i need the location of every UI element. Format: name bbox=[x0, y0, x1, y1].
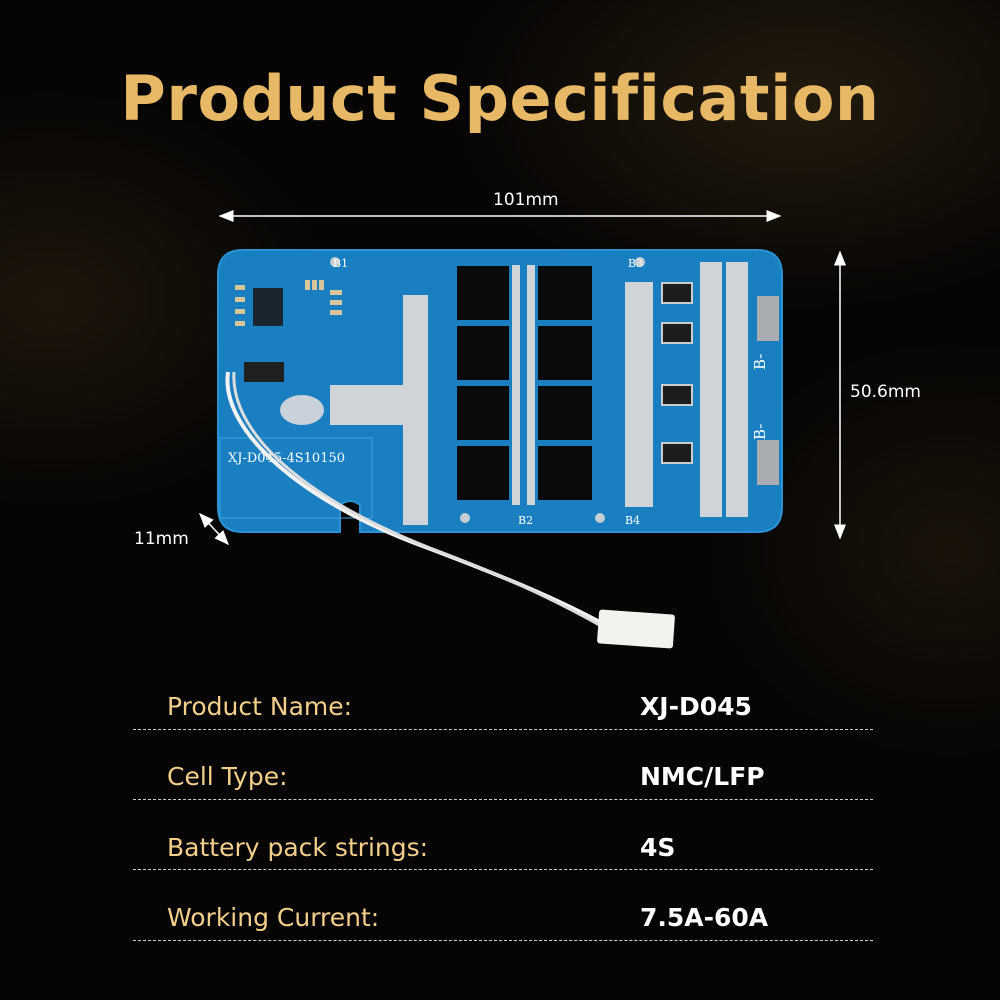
pad-label-b1: B1 bbox=[333, 257, 348, 270]
pcb-board: B1 B3 B2 B4 B- B- XJ-D045-4S10150 bbox=[217, 249, 783, 533]
pad-label-b4: B4 bbox=[625, 514, 640, 527]
spec-value-strings: 4S bbox=[640, 833, 676, 862]
spec-label-cell-type: Cell Type: bbox=[167, 762, 288, 791]
spec-value-product-name: XJ-D045 bbox=[640, 692, 752, 721]
thickness-label: 11mm bbox=[134, 529, 189, 549]
length-label: 101mm bbox=[493, 190, 559, 210]
width-label: 50.6mm bbox=[850, 382, 921, 402]
pad-label-b3: B3 bbox=[628, 257, 643, 270]
divider bbox=[133, 729, 873, 730]
pad-label-b2: B2 bbox=[518, 514, 533, 527]
divider bbox=[133, 940, 873, 941]
spec-label-strings: Battery pack strings: bbox=[167, 833, 429, 862]
terminal-label-1: B- bbox=[751, 354, 769, 370]
terminal-label-2: B- bbox=[751, 424, 769, 440]
spec-label-working-current: Working Current: bbox=[167, 903, 380, 932]
spec-value-cell-type: NMC/LFP bbox=[640, 762, 765, 791]
spec-value-working-current: 7.5A-60A bbox=[640, 903, 769, 932]
divider bbox=[133, 869, 873, 870]
page-title: Product Specification bbox=[120, 62, 880, 135]
temperature-sensor-wire bbox=[225, 371, 675, 649]
divider bbox=[133, 799, 873, 800]
spec-label-product-name: Product Name: bbox=[167, 692, 353, 721]
thickness-arrow bbox=[198, 512, 230, 546]
pcb-silkscreen: XJ-D045-4S10150 bbox=[228, 451, 345, 466]
